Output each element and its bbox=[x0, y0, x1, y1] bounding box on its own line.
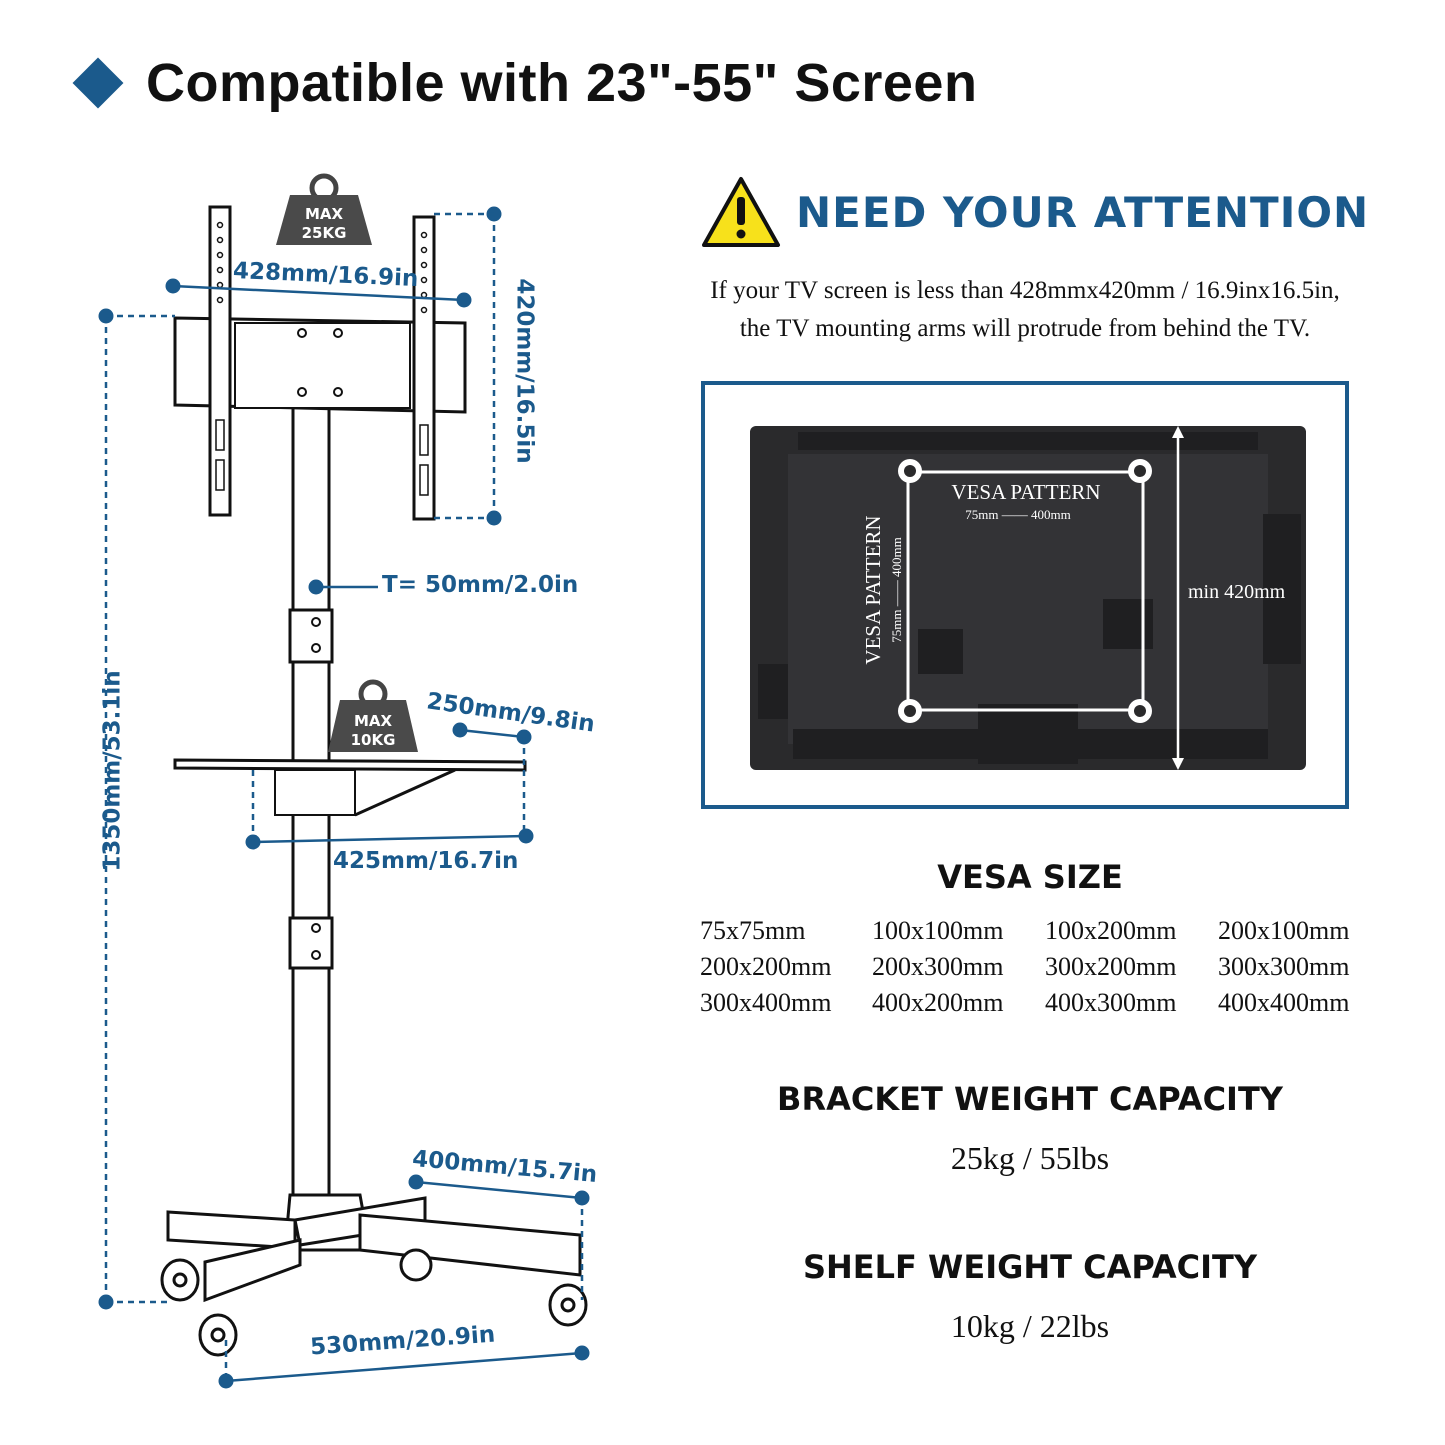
svg-text:VESA PATTERN: VESA PATTERN bbox=[861, 515, 885, 664]
base bbox=[166, 1193, 582, 1303]
svg-text:25KG: 25KG bbox=[302, 224, 347, 242]
page-heading: Compatible with 23"-55" Screen bbox=[70, 48, 977, 118]
attention-line-1: If your TV screen is less than 428mmx420… bbox=[710, 277, 1340, 304]
shelf bbox=[173, 758, 527, 772]
warning-triangle-icon bbox=[702, 177, 780, 247]
shelf-width-label: 425mm/16.7in bbox=[333, 848, 519, 874]
page-title: Compatible with 23"-55" Screen bbox=[146, 53, 978, 113]
vesa-size-item: 100x200mm bbox=[1045, 916, 1177, 945]
bracket-weight-badge: MAX 25KG bbox=[276, 173, 372, 245]
svg-text:MAX: MAX bbox=[354, 712, 393, 730]
vesa-size-item: 300x200mm bbox=[1045, 952, 1177, 981]
shelf-weight-badge: MAX 10KG bbox=[328, 679, 418, 752]
vesa-size-item: 200x300mm bbox=[872, 952, 1004, 981]
svg-text:75mm —— 400mm: 75mm —— 400mm bbox=[889, 537, 904, 642]
vesa-size-item: 300x300mm bbox=[1218, 952, 1350, 981]
dimension-lines bbox=[98, 206, 590, 1389]
bracket-capacity-title: BRACKET WEIGHT CAPACITY bbox=[777, 1080, 1283, 1118]
pole-thickness-label: T= 50mm/2.0in bbox=[382, 572, 579, 598]
vesa-size-item: 400x400mm bbox=[1218, 988, 1350, 1017]
vesa-size-item: 100x100mm bbox=[872, 916, 1004, 945]
vesa-size-grid: 75x75mm 100x100mm 100x200mm 200x100mm 20… bbox=[700, 916, 1390, 1018]
svg-text:VESA PATTERN: VESA PATTERN bbox=[951, 480, 1100, 504]
bracket-capacity-value: 25kg / 55lbs bbox=[950, 1140, 1110, 1176]
bracket-height-label: 420mm/16.5in bbox=[511, 278, 538, 464]
vesa-size-item: 300x400mm bbox=[700, 988, 832, 1017]
shelf-capacity-title: SHELF WEIGHT CAPACITY bbox=[802, 1248, 1258, 1286]
vesa-size-item: 400x300mm bbox=[1045, 988, 1177, 1017]
pole-clamp-lower bbox=[288, 916, 334, 970]
shelf-capacity-value: 10kg / 22lbs bbox=[950, 1308, 1110, 1344]
attention-header: NEED YOUR ATTENTION bbox=[700, 175, 1369, 249]
attention-line-2: the TV mounting arms will protrude from … bbox=[739, 315, 1311, 342]
svg-text:min 420mm: min 420mm bbox=[1188, 581, 1286, 603]
vesa-size-title: VESA SIZE bbox=[937, 858, 1123, 896]
tv-back-illustration: VESA PATTERN 75mm —— 400mm VESA PATTERN … bbox=[750, 426, 1306, 770]
svg-text:75mm —— 400mm: 75mm —— 400mm bbox=[965, 507, 1070, 522]
vesa-size-item: 200x200mm bbox=[700, 952, 832, 981]
total-height-label: 1350mm/53.1in bbox=[99, 670, 126, 872]
caster-wheels bbox=[160, 1248, 588, 1357]
attention-title: NEED YOUR ATTENTION bbox=[796, 187, 1370, 237]
svg-text:10KG: 10KG bbox=[351, 731, 396, 749]
pole-clamp-upper bbox=[288, 608, 334, 664]
tv-diagram-frame bbox=[701, 381, 1349, 809]
tv-stand-illustration: MAX 25KG MAX 10KG bbox=[98, 173, 590, 1389]
vesa-size-item: 75x75mm bbox=[700, 916, 806, 945]
vesa-size-item: 200x100mm bbox=[1218, 916, 1350, 945]
svg-text:MAX: MAX bbox=[305, 205, 344, 223]
vesa-size-item: 400x200mm bbox=[872, 988, 1004, 1017]
